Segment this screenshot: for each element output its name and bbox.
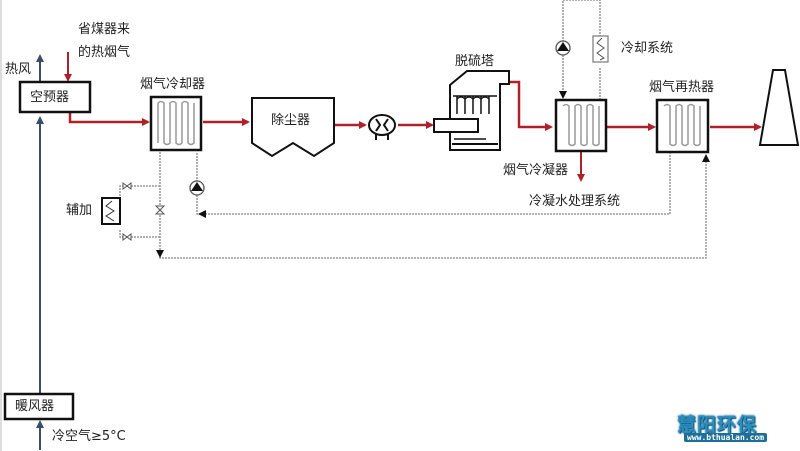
flow-arrow-down-condenser <box>559 91 567 99</box>
aux-lower-branch <box>119 230 160 238</box>
auxiliary-label: 辅加 <box>66 203 93 218</box>
fan-icon <box>368 114 396 140</box>
condensate-treatment-label: 冷凝水处理系统 <box>529 194 621 209</box>
economizer-gas-label-line1: 省煤器来 <box>78 22 131 37</box>
flue-gas-condenser-label: 烟气冷凝器 <box>503 163 569 178</box>
valve-icon[interactable] <box>122 233 132 241</box>
watermark-brand: 慧阳环保 <box>677 414 758 436</box>
gas-to-condenser <box>509 80 553 131</box>
water-lines <box>119 0 707 259</box>
flue-gas-condenser-box <box>554 98 608 153</box>
valve-icon[interactable] <box>154 205 166 215</box>
dust-collector-shape <box>251 97 335 158</box>
cold-air-label: 冷空气≥5°C <box>52 429 126 444</box>
air-heater-box <box>3 392 75 421</box>
valve-icon[interactable] <box>122 182 132 190</box>
valves[interactable] <box>122 182 166 241</box>
air-preheater-box <box>18 80 92 114</box>
auxiliary-heater <box>101 197 121 225</box>
air-preheater-label: 空预器 <box>30 90 70 105</box>
reheater-return-loop <box>196 152 671 215</box>
cooling-system-exchanger <box>592 35 609 63</box>
flue-gas-lines <box>64 52 762 182</box>
aux-upper-branch <box>119 185 160 200</box>
watermark-url: www.bthualan.com <box>684 433 768 442</box>
pump-icon <box>189 180 205 196</box>
chimney-shape <box>758 69 800 146</box>
cooling-system-label: 冷却系统 <box>621 41 674 56</box>
flow-arrow-left <box>198 210 206 218</box>
flow-arrow-down <box>156 250 164 258</box>
gas-to-cooler <box>68 112 150 126</box>
air-heater-label: 暖风器 <box>15 399 55 414</box>
desulfurization-tower-shape <box>433 70 510 151</box>
flow-arrow-up <box>702 154 710 162</box>
hot-air-label: 热风 <box>5 62 32 77</box>
flue-gas-cooler-label: 烟气冷却器 <box>140 77 206 92</box>
flue-gas-reheater-box <box>655 98 710 154</box>
flue-gas-reheater-label: 烟气再热器 <box>649 80 715 95</box>
pump-icon <box>555 40 571 56</box>
economizer-gas-label-line2: 的热烟气 <box>78 45 131 60</box>
desulfurization-tower-label: 脱硫塔 <box>455 54 495 69</box>
dust-collector-label: 除尘器 <box>271 113 311 128</box>
flue-gas-cooler-box <box>149 95 203 152</box>
reheater-supply-loop <box>159 152 707 259</box>
